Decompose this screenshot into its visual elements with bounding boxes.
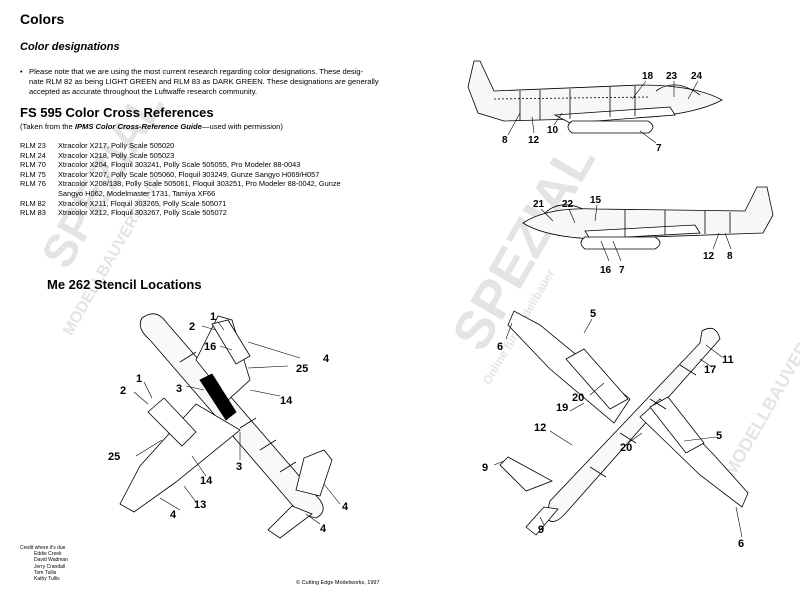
color-equivalents: Xtracolor X208/138, Polly Scale 505061, … [58, 179, 341, 189]
callout-label: 9 [482, 462, 488, 474]
callout-label: 25 [296, 363, 308, 375]
color-equivalents: Sangyo H062, Modelmaster 1731, Tamiya XF… [58, 188, 216, 198]
credit-name: Kathy Tullis [34, 576, 60, 583]
callout-label: 13 [194, 499, 206, 511]
credits-heading: Credit where it's due [20, 545, 66, 551]
callout-label: 19 [556, 402, 568, 414]
side-view-top: 18 23 24 10 8 12 7 [467, 60, 723, 154]
callout-label: 14 [280, 395, 293, 407]
callout-label: 7 [656, 143, 662, 154]
callout-label: 20 [620, 442, 632, 454]
callout-label: 4 [323, 353, 330, 365]
color-row: RLM 76 Xtracolor X208/138, Polly Scale 50… [20, 179, 400, 189]
callout-label: 4 [342, 501, 349, 513]
callout-label: 25 [108, 451, 120, 463]
callout-label: 6 [738, 538, 744, 550]
color-code: RLM 23 [20, 141, 46, 150]
callout-label: 12 [534, 422, 546, 434]
color-cross-reference-table: RLM 23 Xtracolor X217, Polly Scale 505020… [20, 141, 400, 218]
callout-label: 23 [666, 71, 678, 82]
callout-label: 17 [704, 364, 716, 376]
color-equivalents: Xtracolor X211, Floquil 303265, Polly Sc… [58, 198, 227, 208]
callout-label: 20 [572, 392, 584, 404]
color-designations-heading: Color designations [20, 41, 120, 53]
note-line: nate RLM 82 as being LIGHT GREEN and RLM… [29, 77, 379, 86]
copyright: © Cutting Edge Modelworks, 1997 [296, 580, 380, 586]
color-code [20, 189, 58, 199]
color-code: RLM 70 [20, 160, 46, 170]
color-row: RLM 24 Xtracolor X218, Polly Scale 505023 [20, 151, 400, 161]
callout-label: 11 [722, 354, 734, 366]
callout-label: 10 [547, 125, 559, 136]
plan-view-upper: 1 2 16 4 25 1 2 3 14 25 3 14 13 4 4 4 [108, 311, 349, 539]
color-equivalents: Xtracolor X207, Polly Scale 505060, Floq… [58, 169, 320, 179]
color-code: RLM 83 [20, 208, 46, 218]
callout-label: 14 [200, 475, 213, 487]
bullet: • [20, 67, 23, 76]
callout-label: 1 [136, 373, 142, 385]
callout-label: 9 [538, 524, 544, 536]
callout-label: 8 [502, 135, 508, 146]
callout-label: 3 [236, 461, 242, 473]
callout-label: 4 [320, 523, 327, 535]
color-row: RLM 75 Xtracolor X207, Polly Scale 505060… [20, 170, 400, 180]
color-row: RLM 83 Xtracolor X212, Floquil 303267, Po… [20, 208, 400, 218]
color-row: Sangyo H062, Modelmaster 1731, Tamiya XF… [20, 189, 400, 199]
callout-label: 12 [703, 251, 715, 262]
callout-label: 3 [176, 383, 182, 395]
color-code: RLM 24 [20, 150, 46, 160]
subtitle-source: IPMS Color Cross-Reference Guide [74, 122, 202, 131]
note-line: Please note that we are using the most c… [29, 67, 364, 76]
callout-label: 8 [727, 251, 733, 262]
color-note: • Please note that we are using the most… [20, 67, 390, 97]
color-equivalents: Xtracolor X218, Polly Scale 505023 [58, 150, 175, 160]
plan-view-lower: 5 6 11 17 20 19 12 20 5 9 9 6 [482, 308, 749, 550]
callout-label: 7 [619, 265, 625, 276]
color-equivalents: Xtracolor X212, Floquil 303267, Polly Sc… [58, 208, 227, 218]
color-row: RLM 70 Xtracolor X204, Floquil 303241, Po… [20, 160, 400, 170]
stencil-heading: Me 262 Stencil Locations [47, 277, 202, 292]
callout-label: 24 [691, 71, 703, 82]
color-code: RLM 76 [20, 179, 46, 189]
callout-label: 16 [204, 341, 216, 353]
credit-name: Tom Tullis [34, 569, 57, 576]
color-code: RLM 82 [20, 198, 46, 208]
callout-label: 16 [600, 265, 612, 276]
callout-label: 6 [497, 341, 503, 353]
credit-name: Eddie Creek [34, 551, 62, 558]
subtitle-prefix: (Taken from the [20, 122, 75, 131]
credit-name: David Wadman [34, 557, 68, 564]
callout-label: 5 [716, 430, 722, 442]
color-row: RLM 82 Xtracolor X211, Floquil 303265, Po… [20, 199, 400, 209]
callout-label: 18 [642, 71, 654, 82]
callout-label: 4 [170, 509, 177, 521]
callout-label: 5 [590, 308, 596, 320]
credit-name: Jerry Crandall [34, 563, 66, 570]
callout-label: 22 [562, 199, 574, 210]
colors-heading: Colors [20, 11, 65, 27]
color-equivalents: Xtracolor X217, Polly Scale 505020 [58, 141, 175, 150]
subtitle-suffix: —used with permission) [201, 122, 283, 131]
note-line: accepted as accurate throughout the Luft… [29, 87, 258, 96]
callout-label: 1 [210, 311, 216, 323]
callout-label: 2 [120, 385, 126, 397]
fs595-heading: FS 595 Color Cross References [20, 105, 214, 120]
color-equivalents: Xtracolor X204, Floquil 303241, Polly Sc… [58, 160, 301, 170]
callout-label: 2 [189, 321, 195, 333]
callout-label: 15 [590, 195, 602, 206]
side-view-bottom: 21 22 15 16 7 12 8 [522, 186, 774, 276]
fs595-subtitle: (Taken from the IPMS Color Cross-Referen… [20, 122, 283, 132]
callout-label: 21 [533, 199, 545, 210]
color-row: RLM 23 Xtracolor X217, Polly Scale 505020 [20, 141, 400, 151]
callout-label: 12 [528, 135, 540, 146]
color-code: RLM 75 [20, 169, 46, 179]
